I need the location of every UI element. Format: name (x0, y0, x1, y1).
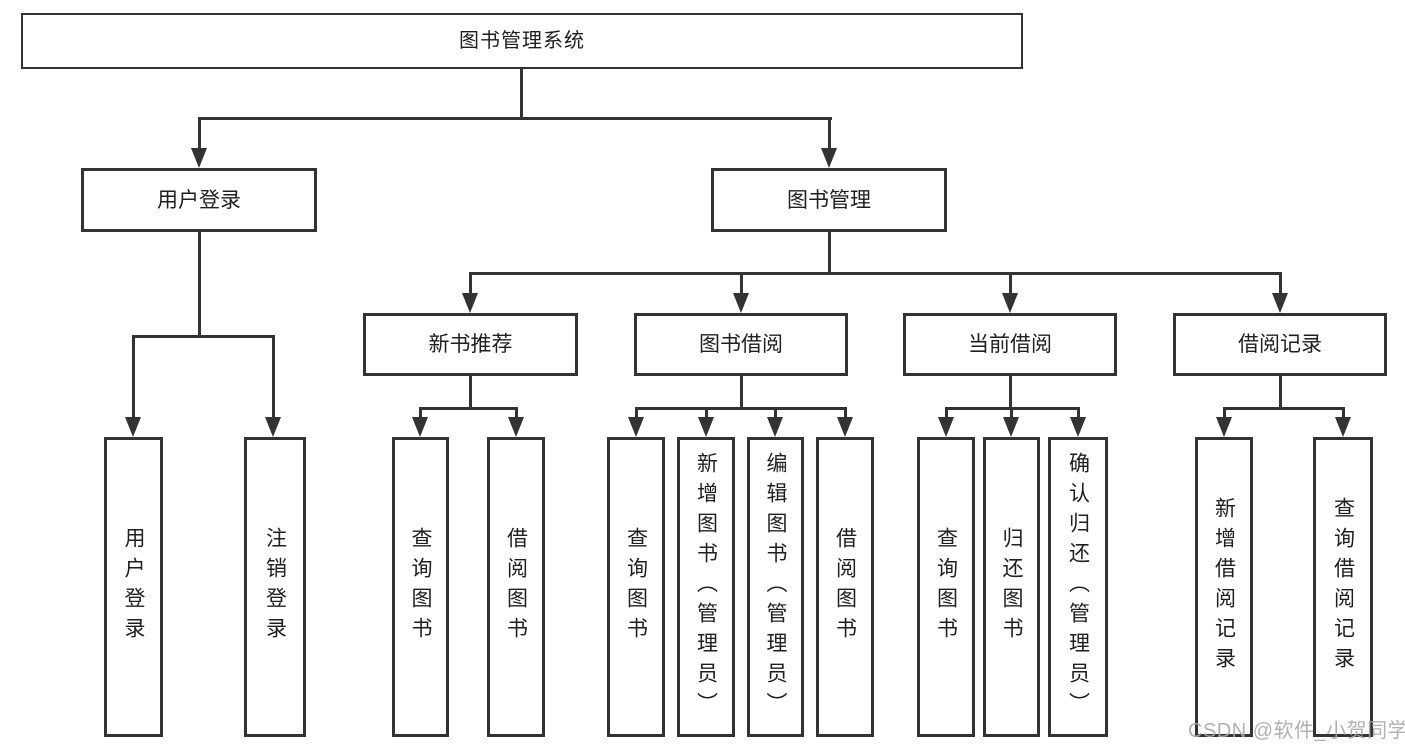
arrowhead-down-icon (1003, 417, 1019, 437)
connector-line (469, 272, 1282, 275)
leaf-edit-book-admin: 编辑图书（管理员） (747, 437, 804, 737)
connector-line (520, 68, 523, 119)
connector-line (198, 117, 201, 151)
node-root-label: 图书管理系统 (459, 30, 585, 52)
connector-line (419, 407, 518, 410)
arrowhead-down-icon (1272, 293, 1288, 313)
leaf-logout: 注销登录 (244, 437, 306, 737)
connector-line (844, 407, 847, 420)
connector-line (469, 376, 472, 410)
leaf-query-books-recommend: 查询图书 (392, 437, 449, 737)
connector-line (198, 117, 832, 120)
arrowhead-down-icon (767, 417, 783, 437)
watermark: CSDN @软件_小贺同学 (1188, 720, 1405, 742)
node-book-management-label: 图书管理 (787, 188, 871, 212)
connector-line (1010, 407, 1013, 420)
leaf-query-books-borrow-label: 查询图书 (624, 527, 648, 647)
leaf-logout-label: 注销登录 (263, 527, 287, 647)
leaf-query-borrow-record-label: 查询借阅记录 (1331, 497, 1355, 677)
node-borrow-records-label: 借阅记录 (1238, 333, 1322, 356)
leaf-edit-book-admin-label: 编辑图书（管理员） (764, 452, 787, 722)
arrowhead-down-icon (821, 148, 837, 168)
connector-line (740, 376, 743, 410)
node-current-borrow: 当前借阅 (903, 313, 1117, 376)
connector-line (132, 335, 275, 338)
arrowhead-down-icon (938, 417, 954, 437)
arrowhead-down-icon (698, 417, 714, 437)
leaf-query-books-recommend-label: 查询图书 (409, 527, 432, 647)
node-book-borrow-label: 图书借阅 (699, 333, 783, 356)
leaf-user-login: 用户登录 (104, 437, 163, 737)
leaf-borrow-books-2-label: 借阅图书 (833, 527, 857, 647)
arrowhead-down-icon (1216, 417, 1232, 437)
arrowhead-down-icon (1070, 417, 1086, 437)
leaf-return-book-label: 归还图书 (1000, 527, 1023, 647)
connector-line (419, 407, 422, 420)
leaf-add-borrow-record: 新增借阅记录 (1195, 437, 1253, 737)
arrowhead-down-icon (837, 417, 853, 437)
leaf-user-login-label: 用户登录 (122, 527, 145, 647)
leaf-query-books-borrow: 查询图书 (607, 437, 665, 737)
connector-line (705, 407, 708, 420)
connector-line (1223, 407, 1345, 410)
connector-line (198, 232, 201, 338)
connector-line (635, 407, 638, 420)
leaf-query-books-current: 查询图书 (917, 437, 975, 737)
leaf-query-borrow-record: 查询借阅记录 (1313, 437, 1373, 737)
connector-line (1223, 407, 1226, 420)
connector-line (740, 272, 743, 296)
connector-line (272, 335, 275, 419)
connector-line (1077, 407, 1080, 420)
node-new-book-recommend: 新书推荐 (363, 313, 578, 376)
connector-line (774, 407, 777, 420)
connector-line (828, 232, 831, 274)
leaf-confirm-return-admin-label: 确认归还（管理员） (1066, 452, 1090, 722)
connector-line (828, 117, 831, 151)
arrowhead-down-icon (191, 148, 207, 168)
node-user-login-group-label: 用户登录 (157, 188, 241, 212)
node-book-management: 图书管理 (711, 168, 947, 232)
arrowhead-down-icon (265, 417, 281, 437)
arrowhead-down-icon (1002, 293, 1018, 313)
connector-line (1279, 376, 1282, 410)
leaf-borrow-books-2: 借阅图书 (816, 437, 874, 737)
leaf-return-book: 归还图书 (983, 437, 1040, 737)
arrowhead-down-icon (462, 293, 478, 313)
arrowhead-down-icon (733, 293, 749, 313)
leaf-add-book-admin-label: 新增图书（管理员） (694, 452, 718, 722)
leaf-add-book-admin: 新增图书（管理员） (677, 437, 735, 737)
arrowhead-down-icon (412, 417, 428, 437)
connector-line (1009, 272, 1012, 296)
leaf-borrow-books-recommend-label: 借阅图书 (504, 527, 528, 647)
connector-line (469, 272, 472, 296)
leaf-confirm-return-admin: 确认归还（管理员） (1048, 437, 1108, 737)
connector-line (1279, 272, 1282, 296)
connector-line (1342, 407, 1345, 420)
arrowhead-down-icon (628, 417, 644, 437)
arrowhead-down-icon (1335, 417, 1351, 437)
node-user-login-group: 用户登录 (81, 168, 317, 232)
leaf-borrow-books-recommend: 借阅图书 (487, 437, 545, 737)
connector-line (945, 407, 948, 420)
arrowhead-down-icon (125, 417, 141, 437)
arrowhead-down-icon (508, 417, 524, 437)
node-book-borrow: 图书借阅 (634, 313, 848, 376)
connector-line (1009, 376, 1012, 410)
connector-line (515, 407, 518, 420)
leaf-add-borrow-record-label: 新增借阅记录 (1212, 497, 1236, 677)
connector-line (635, 407, 847, 410)
node-borrow-records: 借阅记录 (1173, 313, 1387, 376)
leaf-query-books-current-label: 查询图书 (934, 527, 958, 647)
node-current-borrow-label: 当前借阅 (968, 333, 1052, 356)
node-root: 图书管理系统 (21, 13, 1023, 69)
node-new-book-recommend-label: 新书推荐 (428, 333, 513, 356)
connector-line (132, 335, 135, 419)
